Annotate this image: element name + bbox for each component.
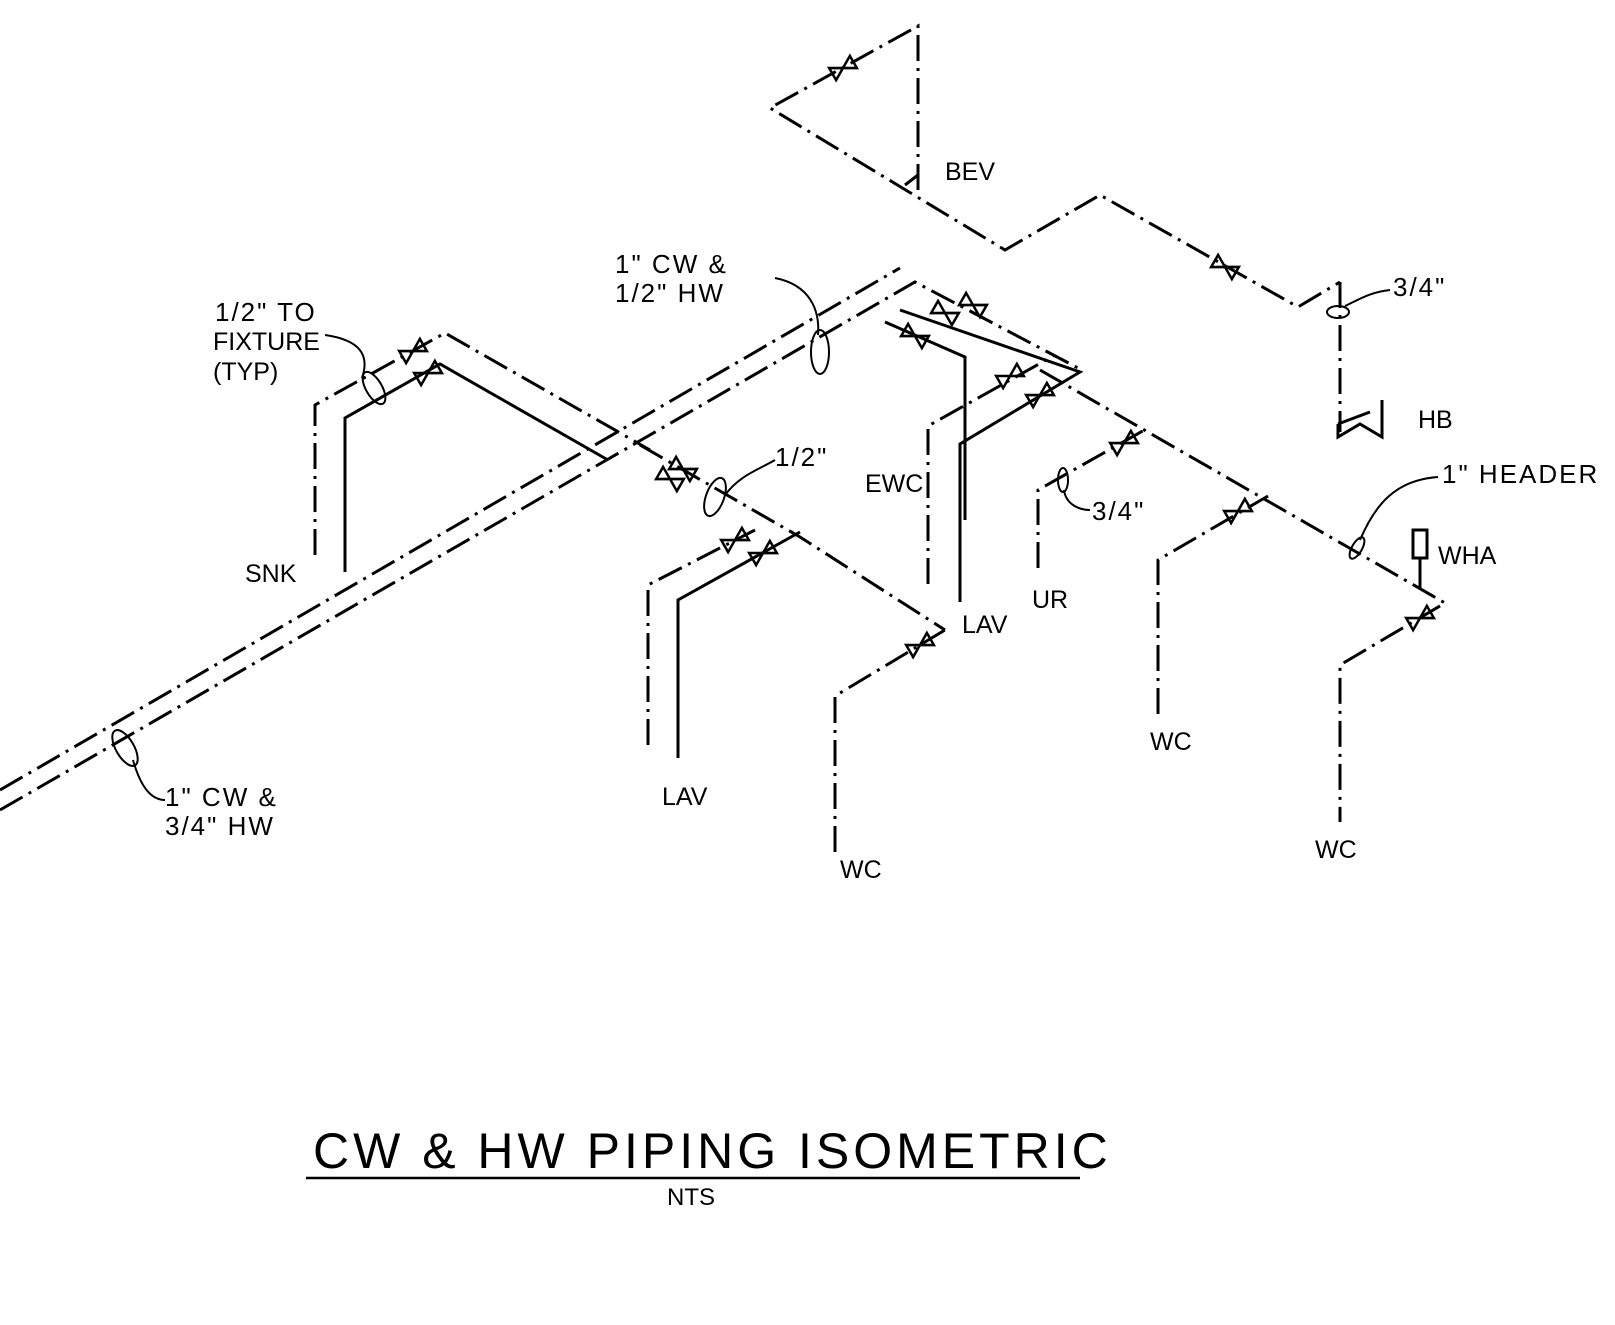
leader-line xyxy=(1344,289,1391,307)
snk-hw-branch xyxy=(343,362,609,572)
valve-icon xyxy=(666,454,700,484)
callout-branch-1: 1" CW & xyxy=(615,249,728,279)
hb-hose-bibb-icon xyxy=(1336,400,1384,440)
label-ur: UR xyxy=(1032,586,1068,614)
leader-line xyxy=(132,759,166,801)
pipe-size-oval xyxy=(1348,536,1366,560)
drawing-title: CW & HW PIPING ISOMETRIC xyxy=(313,1123,1112,1179)
lav-lower-cw-drop xyxy=(646,528,756,745)
snk-cw-branch xyxy=(313,331,651,555)
leader-line xyxy=(774,277,820,336)
valve-icon xyxy=(1023,380,1057,410)
callout-header: 1" HEADER xyxy=(1442,459,1599,489)
valve-icon xyxy=(746,538,780,568)
label-lav-lower: LAV xyxy=(662,783,708,811)
main-cw-pipe xyxy=(0,280,1079,812)
label-bev: BEV xyxy=(945,158,995,186)
pipe-size-oval xyxy=(1326,305,1350,319)
callout-three-quarter-ur: 3/4" xyxy=(1092,496,1145,526)
leader-line xyxy=(724,459,776,496)
label-snk: SNK xyxy=(245,560,297,588)
ur-branch xyxy=(1036,426,1149,568)
pipe-size-oval xyxy=(703,476,727,518)
wc-center-branch xyxy=(833,628,946,852)
callout-branch-2: 1/2" HW xyxy=(615,278,725,308)
label-wc-mid: WC xyxy=(1150,728,1192,756)
header-pipe xyxy=(1039,368,1448,822)
valve-icon xyxy=(718,525,752,555)
pipe-size-oval xyxy=(810,329,830,375)
callout-main-1: 1" CW & xyxy=(165,782,278,812)
wc-mid-branch xyxy=(1156,494,1269,714)
leader-line xyxy=(1063,489,1091,511)
valve-icon xyxy=(1208,252,1242,282)
valve-icon xyxy=(1221,496,1255,526)
valve-icon-group xyxy=(396,53,1437,660)
label-ewc: EWC xyxy=(865,470,923,498)
valve-icon xyxy=(826,53,860,83)
leader-line xyxy=(324,334,366,379)
ewc-upper-solid xyxy=(899,308,1084,602)
valve-icon xyxy=(956,290,990,320)
pipe-size-oval xyxy=(111,729,139,767)
label-lav-upper: LAV xyxy=(962,611,1008,639)
pipe-size-oval xyxy=(361,370,387,406)
lav-lower-hw-drop xyxy=(676,530,801,758)
valve-icon xyxy=(1403,603,1437,633)
valve-icon xyxy=(396,336,430,366)
label-wha: WHA xyxy=(1438,542,1497,570)
main-hw-pipe xyxy=(0,266,901,792)
ewc-cw-drop xyxy=(926,353,1056,584)
label-hb: HB xyxy=(1418,406,1453,434)
valve-icon xyxy=(1107,428,1141,458)
callout-main-2: 3/4" HW xyxy=(165,811,275,841)
scale-note: NTS xyxy=(667,1184,715,1211)
callout-fixture-1: 1/2" TO xyxy=(215,297,317,327)
bev-loop xyxy=(767,23,1341,309)
valve-icon xyxy=(993,361,1027,391)
ewc-hw-branch xyxy=(884,320,967,520)
valve-icon xyxy=(903,630,937,660)
valve-icon xyxy=(898,321,932,351)
callout-half-inch: 1/2" xyxy=(775,442,828,472)
pipe-size-oval xyxy=(1057,467,1069,493)
label-wc-center: WC xyxy=(840,856,882,884)
label-wc-right: WC xyxy=(1315,836,1357,864)
callout-fixture-2: FIXTURE xyxy=(213,328,320,356)
leader-line xyxy=(1359,476,1439,541)
wha-symbol xyxy=(1411,528,1429,560)
valve-icon xyxy=(653,464,687,494)
valve-icon xyxy=(411,358,445,388)
callout-three-quarter-top: 3/4" xyxy=(1393,272,1446,302)
valve-icon xyxy=(928,298,962,328)
bev-end xyxy=(904,173,919,187)
callout-fixture-3: (TYP) xyxy=(213,358,278,386)
